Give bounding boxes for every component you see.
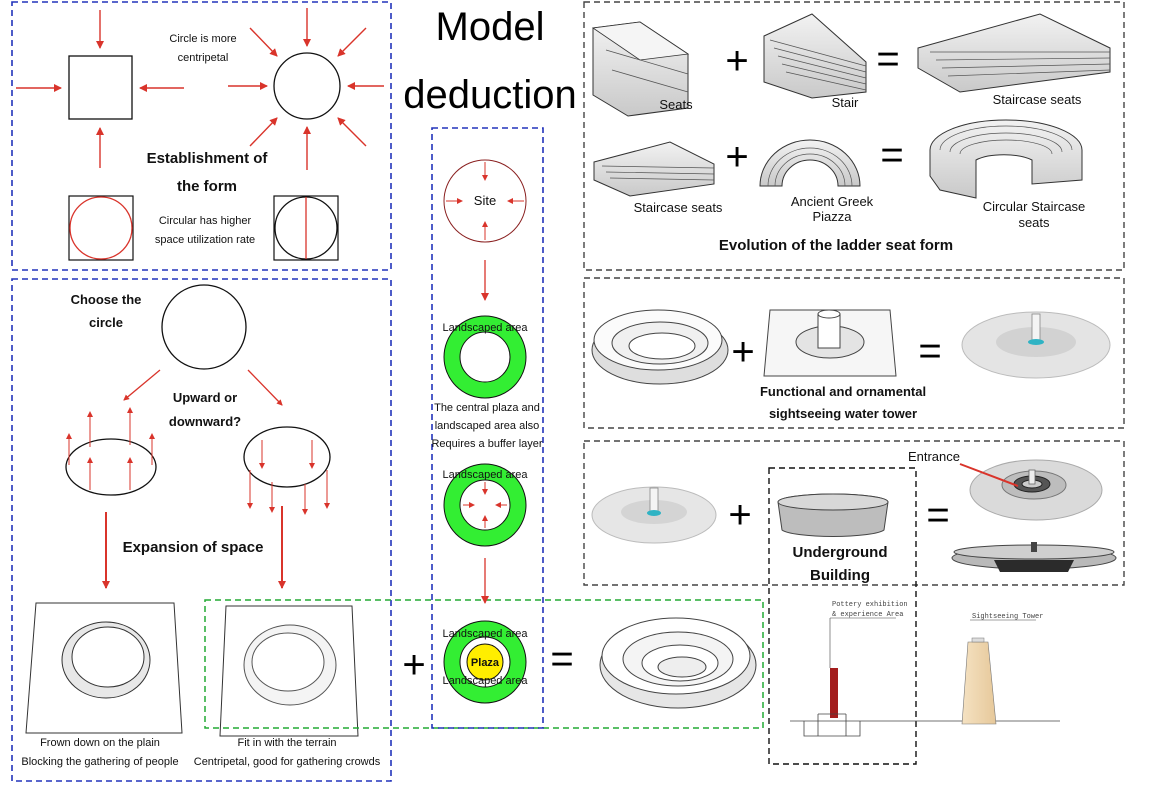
combine-equals: = <box>550 637 573 681</box>
downward-ellipse <box>243 426 331 488</box>
plate-tower-model <box>591 486 717 544</box>
seats-label: Seats <box>659 97 693 112</box>
final-model-side <box>951 542 1117 572</box>
entrance-label: Entrance <box>908 449 960 464</box>
square-shape <box>68 55 133 120</box>
section-highlight-box <box>768 467 917 765</box>
ring-steps-model <box>591 309 729 385</box>
terrain-caption-2: Centripetal, good for gathering crowds <box>194 756 381 768</box>
establishment-line-1: Establishment of <box>147 150 269 167</box>
landscape-ring-1 <box>444 316 526 398</box>
ladder-equals-1: = <box>876 37 899 81</box>
form-panel: Circle is more centripetal Establishment… <box>11 1 392 271</box>
space-panel: Choose the circle Upward or downward? Ex… <box>11 278 392 782</box>
staircase-seats-label-2: Staircase seats <box>634 200 723 215</box>
chosen-circle <box>161 284 247 370</box>
building-plus: + <box>728 493 751 537</box>
circle-centripetal-line-2: centripetal <box>178 52 229 64</box>
stair-label: Stair <box>832 95 859 110</box>
title-line-2: deduction <box>403 73 576 117</box>
section-tag-2: & experience Area <box>832 611 903 619</box>
site-note-2: landscaped area also <box>435 420 540 432</box>
site-column: Site Landscaped area The central plaza a… <box>431 127 544 729</box>
stair-model <box>763 13 867 99</box>
site-column-border <box>431 127 544 729</box>
ladder-equals-2: = <box>880 133 903 177</box>
sightseeing-tower <box>961 641 997 725</box>
question-line-2: downward? <box>169 414 241 429</box>
expansion-label: Expansion of space <box>123 539 264 556</box>
page-title: Model deduction <box>403 5 576 117</box>
ladder-plus-2: + <box>725 135 748 179</box>
seats-model <box>591 21 690 117</box>
landscape-ring-3 <box>444 621 526 703</box>
square-with-circle-2 <box>273 195 339 261</box>
terrain-caption-1: Fit in with the terrain <box>237 737 336 749</box>
final-model-top <box>969 459 1103 521</box>
tower-caption-2: sightseeing water tower <box>769 406 917 421</box>
plain-caption-2: Blocking the gathering of people <box>21 756 178 768</box>
choose-line-1: Choose the <box>71 292 142 307</box>
greek-label-1: Ancient Greek <box>791 194 874 209</box>
building-equals: = <box>926 493 949 537</box>
section-tag-tower: Sightseeing Tower <box>972 613 1043 621</box>
question-line-1: Upward or <box>173 390 237 405</box>
circle-shape <box>273 52 341 120</box>
ring-label-1: Landscaped area <box>442 322 528 334</box>
tower-panel-border <box>583 277 1125 429</box>
site-circle <box>443 159 527 243</box>
staircase-seats-label-1: Staircase seats <box>993 92 1082 107</box>
ring-label-3: Landscaped area <box>442 628 528 640</box>
ladder-plus-1: + <box>725 39 748 83</box>
ladder-panel-border <box>583 1 1125 271</box>
circle-centripetal-line-1: Circle is more <box>169 33 236 45</box>
form-panel-border <box>11 1 392 271</box>
tower-plus: + <box>731 330 754 374</box>
site-note-1: The central plaza and <box>434 402 540 414</box>
square-with-circle <box>68 195 134 261</box>
upward-ellipse <box>65 438 157 496</box>
inscribed-circle <box>69 196 133 260</box>
staircase-seats-model-2 <box>593 141 715 197</box>
section-drawing: Pottery exhibition & experience Area Sig… <box>790 601 1060 737</box>
plain-caption-1: Frown down on the plain <box>40 737 160 749</box>
building-panel: + Underground Building = Entrance <box>583 440 1125 765</box>
tower-result-model <box>961 311 1111 379</box>
choose-line-2: circle <box>89 315 123 330</box>
underground-building-model <box>777 493 889 537</box>
circular-label-1: Circular Staircase <box>983 199 1086 214</box>
utilization-line-2: space utilization rate <box>155 234 255 246</box>
site-label: Site <box>474 193 496 208</box>
space-panel-border <box>11 278 392 782</box>
evolution-label: Evolution of the ladder seat form <box>719 237 953 254</box>
plaza-sub-label: Landscaped area <box>442 675 528 687</box>
combine-plus: + <box>402 643 425 687</box>
tower-panel: + = Functional and ornamental sightseein… <box>583 277 1125 429</box>
staircase-seats-model <box>917 13 1111 93</box>
underground-label-2: Building <box>810 567 870 584</box>
site-note-3: Requires a buffer layer <box>431 438 542 450</box>
utilization-line-1: Circular has higher <box>159 215 252 227</box>
underground-label-1: Underground <box>793 544 888 561</box>
circular-label-2: seats <box>1018 215 1050 230</box>
tower-on-plate-model <box>763 309 897 377</box>
tower-equals: = <box>918 329 941 373</box>
combined-model <box>599 617 757 709</box>
building-panel-border <box>583 440 1125 586</box>
greek-label-2: Piazza <box>812 209 852 224</box>
plaza-circle <box>466 643 504 681</box>
title-line-1: Model <box>436 5 545 49</box>
ladder-panel: Seats + Stair = Staircase seats Staircas <box>583 1 1125 271</box>
establishment-line-2: the form <box>177 178 237 195</box>
exhibition-mast <box>830 668 838 718</box>
circular-staircase-model <box>929 119 1083 199</box>
landscape-ring-2 <box>444 464 526 546</box>
greek-piazza-model <box>759 139 861 187</box>
section-tag-1: Pottery exhibition <box>832 601 908 609</box>
ring-label-2: Landscaped area <box>442 469 528 481</box>
tower-caption-1: Functional and ornamental <box>760 384 926 399</box>
plaza-label: Plaza <box>471 657 500 669</box>
